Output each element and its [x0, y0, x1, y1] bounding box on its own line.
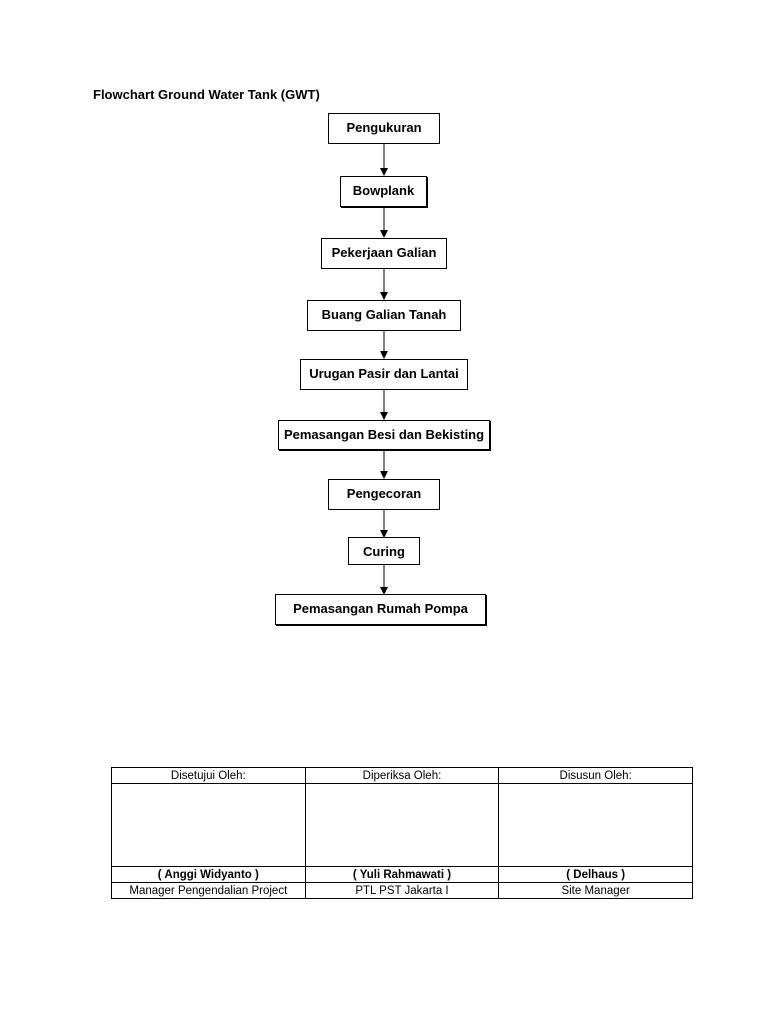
prepared-by-name: ( Delhaus )	[498, 866, 693, 883]
flow-step-bowplank: Bowplank	[340, 176, 427, 207]
flow-step-curing: Curing	[348, 537, 420, 565]
approval-table: Disetujui Oleh: Diperiksa Oleh: Disusun …	[111, 767, 693, 899]
flow-step-buang-galian-tanah: Buang Galian Tanah	[307, 300, 461, 331]
page-title: Flowchart Ground Water Tank (GWT)	[93, 87, 320, 102]
approved-by-signature-area	[111, 783, 306, 867]
approved-by-name: ( Anggi Widyanto )	[111, 866, 306, 883]
flow-step-pengecoran: Pengecoran	[328, 479, 440, 510]
prepared-by-role: Site Manager	[498, 882, 693, 899]
signatory-name-row: ( Anggi Widyanto ) ( Yuli Rahmawati ) ( …	[111, 866, 693, 883]
checked-by-name: ( Yuli Rahmawati )	[304, 866, 500, 883]
prepared-by-header: Disusun Oleh:	[498, 767, 693, 784]
signatory-role-row: Manager Pengendalian Project PTL PST Jak…	[111, 882, 693, 899]
approved-by-header: Disetujui Oleh:	[111, 767, 306, 784]
checked-by-header: Diperiksa Oleh:	[304, 767, 500, 784]
approval-header-row: Disetujui Oleh: Diperiksa Oleh: Disusun …	[111, 767, 693, 784]
flow-step-urugan-pasir: Urugan Pasir dan Lantai	[300, 359, 468, 390]
flow-step-pengukuran: Pengukuran	[328, 113, 440, 144]
prepared-by-signature-area	[498, 783, 693, 867]
checked-by-role: PTL PST Jakarta I	[304, 882, 500, 899]
flow-step-pekerjaan-galian: Pekerjaan Galian	[321, 238, 447, 269]
flow-step-pemasangan-besi: Pemasangan Besi dan Bekisting	[278, 420, 490, 450]
checked-by-signature-area	[304, 783, 500, 867]
approved-by-role: Manager Pengendalian Project	[111, 882, 306, 899]
signature-space-row	[111, 783, 693, 867]
flow-step-pemasangan-rumah-pompa: Pemasangan Rumah Pompa	[275, 594, 486, 625]
